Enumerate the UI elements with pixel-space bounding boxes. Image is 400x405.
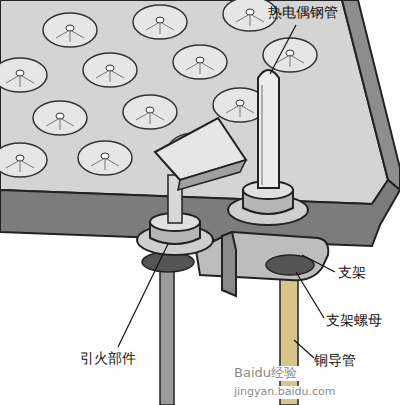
- watermark: jingyan.baidu.com: [232, 386, 338, 399]
- burner-hole: [0, 58, 47, 92]
- leader-line: [118, 244, 168, 347]
- copper-tube: [280, 262, 298, 405]
- burner-side: [342, 0, 400, 190]
- burner-hole: [0, 143, 47, 177]
- part-label: 支架螺母: [326, 312, 382, 328]
- burner-hole: [173, 45, 227, 79]
- leader-line: [294, 340, 314, 358]
- burner-hole: [263, 38, 317, 72]
- burner-top: [0, 0, 388, 204]
- burner-hole: [83, 53, 137, 87]
- burner-hole: [123, 95, 177, 129]
- burner-hole: [133, 5, 187, 39]
- igniter-rod: [160, 262, 174, 405]
- leader-line: [270, 25, 296, 74]
- leader-line: [302, 255, 335, 272]
- burner-hole: [43, 13, 97, 47]
- leader-line: [296, 272, 324, 318]
- bracket-flange: [222, 232, 236, 296]
- burner-hole: [33, 101, 87, 135]
- part-label: 支架: [338, 264, 366, 280]
- part-label: 铜导管: [314, 352, 356, 368]
- igniter-head-side: [178, 160, 246, 190]
- part-label: 引火部件: [80, 350, 136, 366]
- watermark: Baidu经验: [232, 366, 299, 381]
- tube-shine: [261, 85, 263, 185]
- burner-hole: [78, 141, 132, 175]
- thermocouple-tube: [258, 70, 279, 188]
- leader-lines: [118, 25, 335, 358]
- burner-front: [0, 180, 400, 246]
- bracket: [196, 232, 328, 280]
- part-label: 热电偶钢管: [268, 4, 338, 20]
